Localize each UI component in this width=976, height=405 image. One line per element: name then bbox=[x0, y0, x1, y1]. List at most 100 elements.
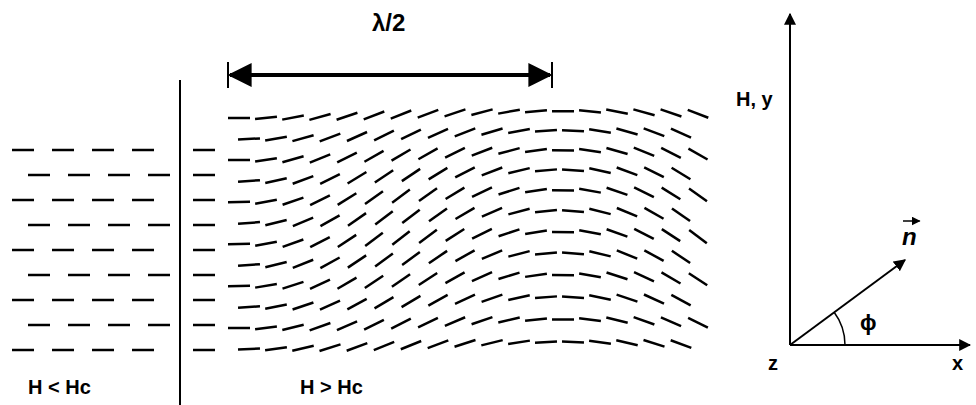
molecule-dash bbox=[562, 253, 584, 255]
molecule-dash bbox=[498, 318, 519, 323]
molecule-dash bbox=[579, 274, 601, 278]
molecule-dash bbox=[228, 285, 250, 288]
molecule-dash bbox=[482, 208, 502, 217]
molecule-dash bbox=[472, 148, 493, 156]
molecule-dash bbox=[498, 110, 520, 114]
boundary-line bbox=[179, 80, 181, 405]
molecule-dash bbox=[265, 178, 286, 183]
region-label: H < Hc bbox=[28, 376, 91, 398]
molecule-dash bbox=[607, 229, 628, 236]
molecule-dash bbox=[108, 224, 130, 227]
molecule-dash bbox=[92, 299, 114, 302]
molecule-dash bbox=[255, 326, 277, 329]
molecule-dash bbox=[238, 222, 260, 224]
molecule-dash bbox=[238, 180, 260, 182]
molecule-dash bbox=[310, 237, 330, 247]
molecule-dash bbox=[525, 230, 547, 233]
molecule-dash bbox=[338, 235, 356, 247]
molecule-dash bbox=[418, 318, 438, 328]
molecule-dash bbox=[525, 110, 547, 112]
director-vector bbox=[790, 260, 905, 345]
molecule-dash bbox=[671, 295, 690, 306]
molecule-dash bbox=[617, 168, 638, 176]
molecule-dash bbox=[634, 272, 654, 281]
molecule-dash bbox=[374, 342, 394, 350]
molecule-dash bbox=[348, 255, 366, 267]
axis-label: H, y bbox=[736, 88, 773, 110]
molecule-dash bbox=[445, 148, 465, 158]
molecule-dash bbox=[644, 208, 663, 219]
molecule-dash bbox=[589, 209, 610, 214]
molecule-dash bbox=[606, 317, 627, 322]
molecule-dash bbox=[132, 199, 154, 202]
molecule-dash bbox=[238, 138, 260, 139]
molecule-dash bbox=[689, 273, 707, 285]
molecule-dash bbox=[255, 200, 277, 204]
molecule-dash bbox=[283, 282, 304, 289]
molecule-dash bbox=[265, 137, 287, 141]
molecule-dash bbox=[265, 220, 286, 225]
molecule-dash bbox=[193, 274, 215, 277]
molecule-dash bbox=[375, 297, 394, 308]
axis-label: z bbox=[768, 352, 778, 374]
molecule-dash bbox=[644, 340, 665, 347]
vector-arrow bbox=[903, 220, 920, 222]
molecule-dash bbox=[337, 113, 358, 120]
molecule-dash bbox=[310, 154, 330, 162]
molecule-dash bbox=[662, 188, 681, 200]
molecule-dash bbox=[472, 187, 492, 196]
molecule-dash bbox=[392, 149, 411, 160]
molecule-dash bbox=[293, 260, 313, 268]
molecule-dash bbox=[579, 110, 601, 112]
molecule-dash bbox=[455, 167, 475, 177]
x-axis bbox=[790, 344, 970, 346]
molecule-dash bbox=[348, 172, 367, 183]
molecule-dash bbox=[392, 231, 409, 245]
molecule-dash bbox=[320, 134, 341, 142]
molecule-dash bbox=[52, 349, 74, 352]
molecule-dash bbox=[535, 341, 557, 342]
molecule-dash bbox=[552, 189, 574, 192]
molecule-dash bbox=[535, 210, 557, 212]
molecule-dash bbox=[12, 299, 34, 302]
molecule-dash bbox=[193, 324, 215, 327]
molecule-dash bbox=[309, 114, 330, 120]
molecule-dash bbox=[228, 159, 250, 162]
molecule-dash bbox=[688, 110, 709, 118]
molecule-dash bbox=[12, 149, 34, 152]
molecule-dash bbox=[238, 264, 260, 266]
molecule-dash bbox=[562, 170, 584, 172]
molecule-dash bbox=[482, 250, 502, 259]
molecule-dash bbox=[265, 304, 287, 308]
molecule-dash bbox=[365, 233, 383, 246]
molecule-dash bbox=[108, 274, 130, 277]
molecule-dash bbox=[455, 295, 475, 304]
molecule-dash bbox=[92, 349, 114, 352]
molecule-dash bbox=[446, 188, 465, 199]
molecule-dash bbox=[265, 262, 286, 267]
molecule-dash bbox=[671, 340, 692, 348]
molecule-dash bbox=[337, 321, 357, 330]
molecule-dash bbox=[508, 295, 529, 300]
molecule-dash bbox=[310, 280, 330, 289]
molecule-dash bbox=[525, 274, 547, 277]
molecule-dash bbox=[402, 210, 419, 223]
molecule-dash bbox=[132, 349, 154, 352]
molecule-dash bbox=[419, 188, 437, 201]
molecule-dash bbox=[552, 149, 574, 152]
molecule-dash bbox=[419, 273, 437, 285]
molecule-dash bbox=[108, 174, 130, 177]
molecule-dash bbox=[391, 111, 411, 119]
molecule-dash bbox=[589, 295, 611, 299]
molecules bbox=[12, 109, 708, 351]
y-axis bbox=[789, 14, 791, 345]
molecule-dash bbox=[481, 340, 502, 345]
molecule-dash bbox=[498, 148, 519, 154]
molecule-dash bbox=[375, 211, 392, 224]
molecule-dash bbox=[472, 272, 492, 281]
molecule-dash bbox=[364, 151, 383, 162]
molecule-dash bbox=[255, 284, 277, 288]
molecule-dash bbox=[508, 341, 530, 344]
molecule-dash bbox=[392, 274, 410, 286]
molecule-dash bbox=[255, 158, 277, 161]
